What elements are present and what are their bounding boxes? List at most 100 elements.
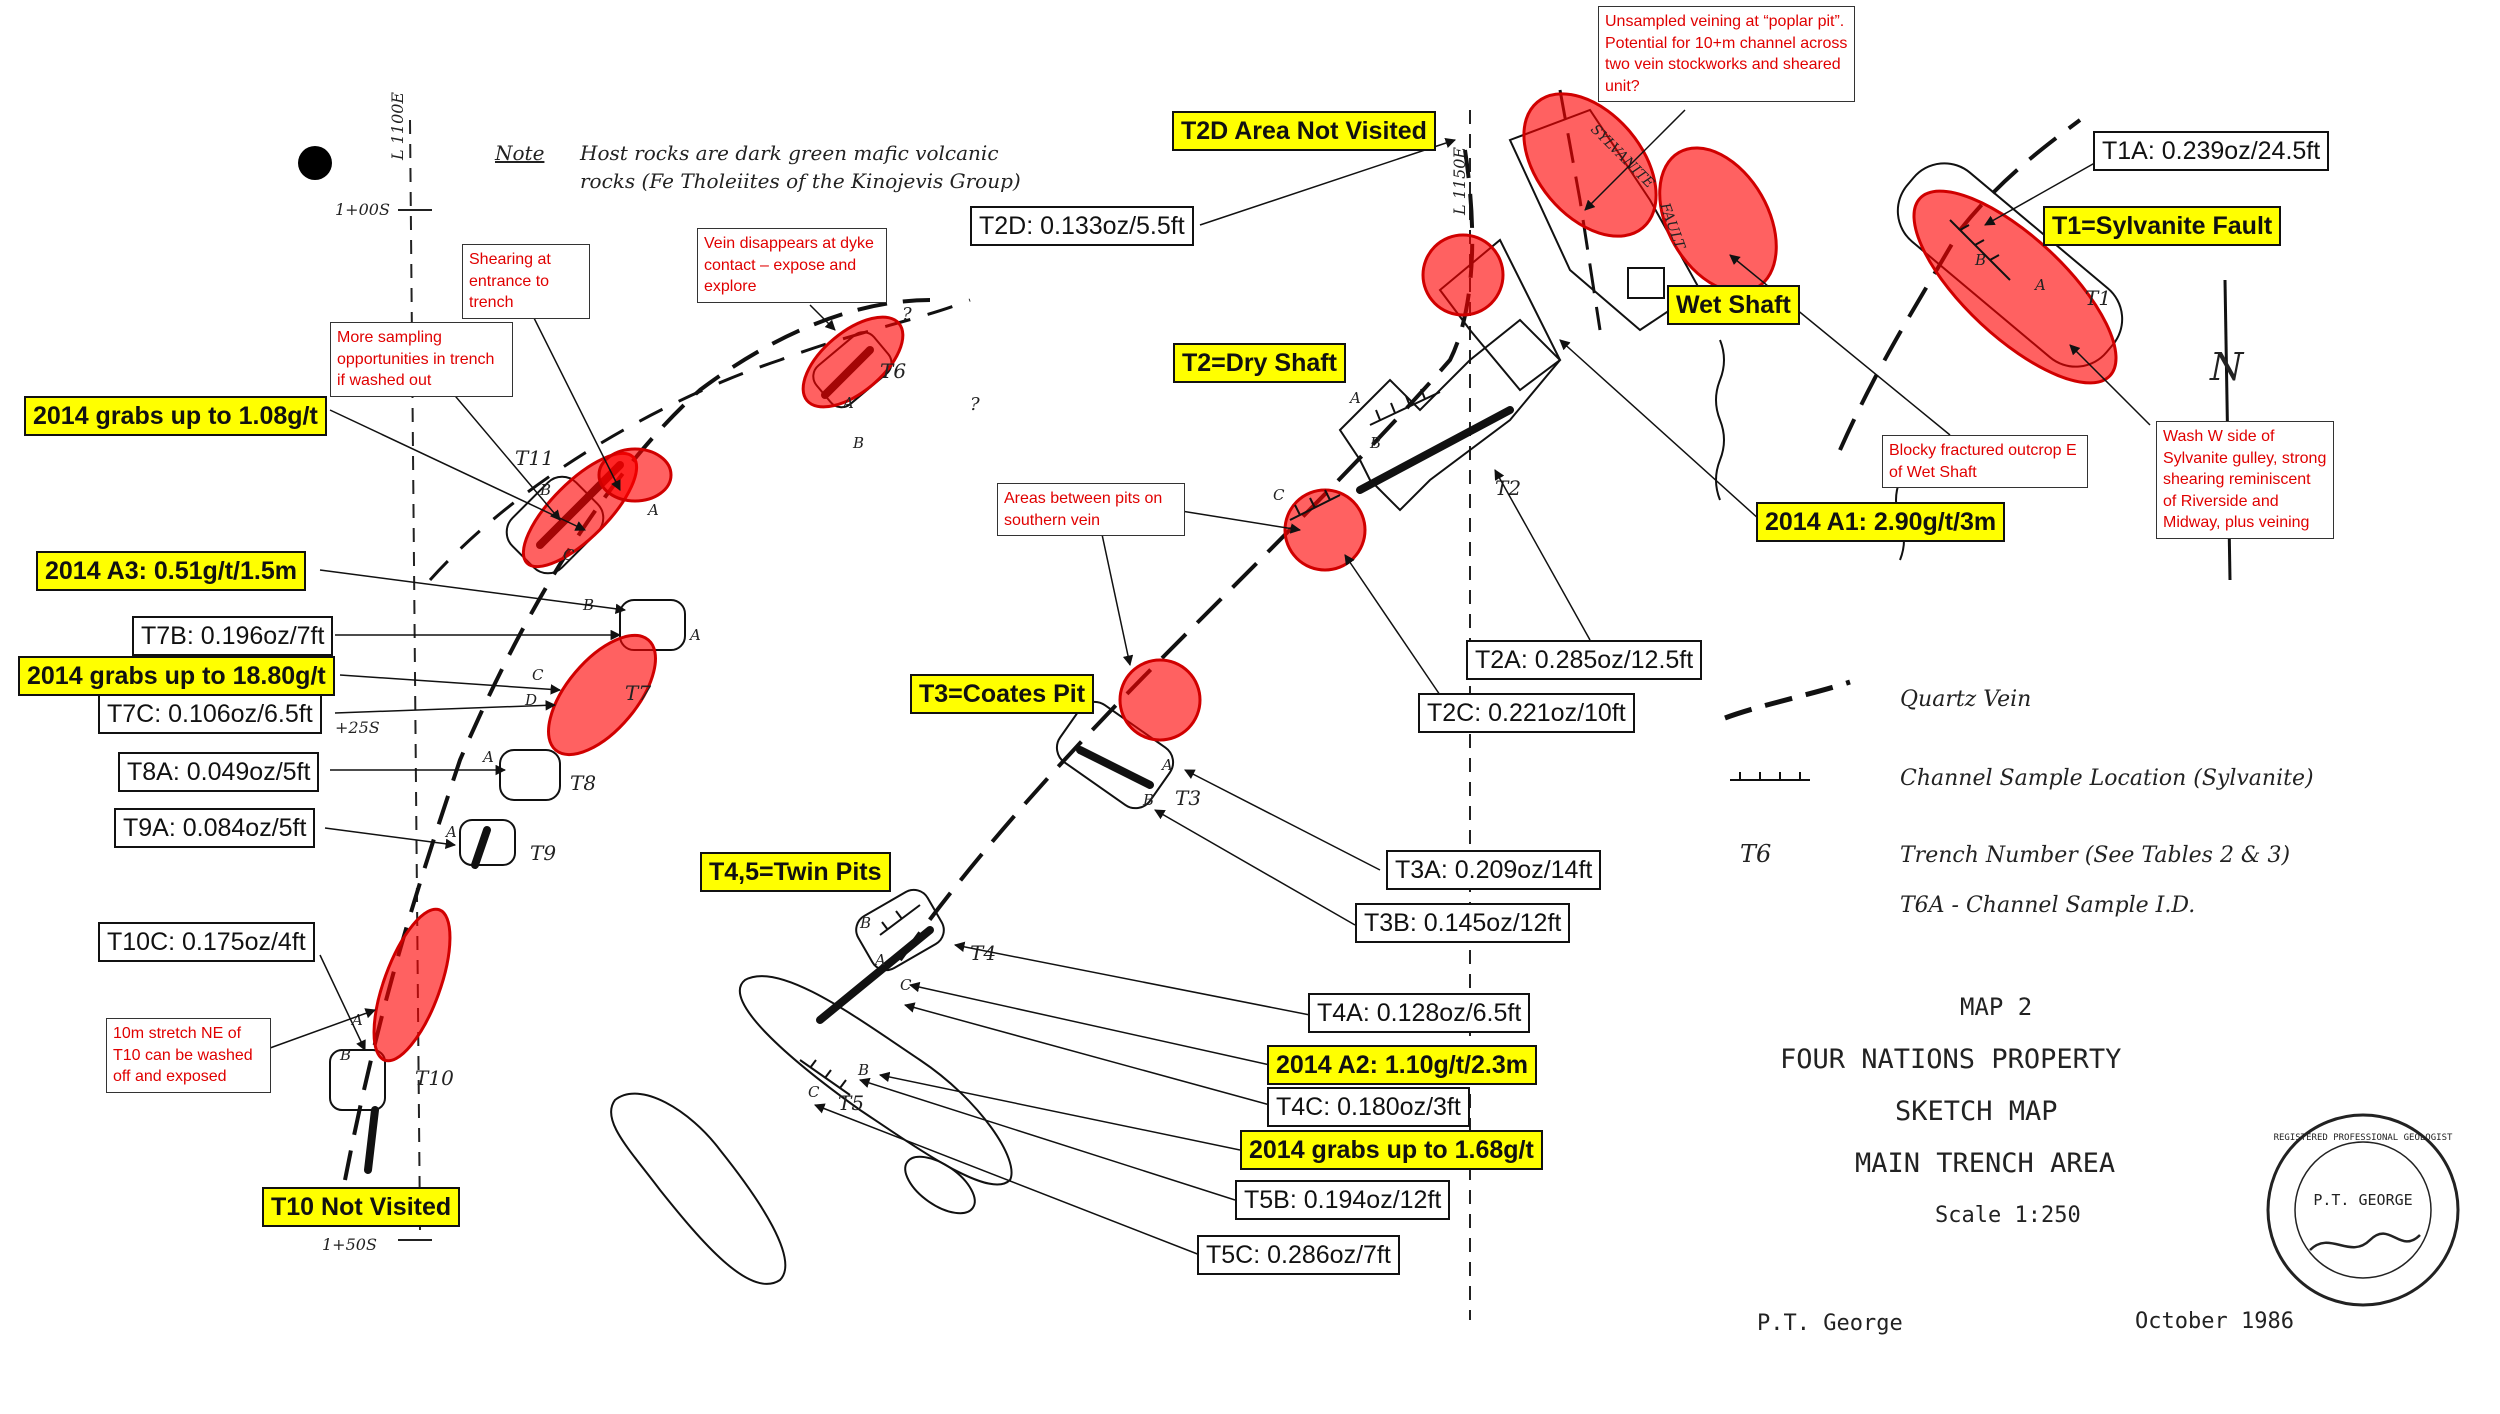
map-number: MAP 2 <box>1960 993 2032 1021</box>
title-line-1: FOUR NATIONS PROPERTY <box>1780 1044 2121 1075</box>
sample-letter: B <box>1974 251 1986 269</box>
sample-letter: B <box>857 1061 869 1079</box>
arrow-vein-dis <box>809 304 836 331</box>
note-heading: Note <box>494 141 544 165</box>
arrow-unsampled <box>1584 109 1686 211</box>
arrow-t3a <box>1184 769 1381 871</box>
arrow-blocky <box>1729 254 1951 436</box>
vein-t9 <box>471 826 491 869</box>
sample-letter: C <box>532 666 544 684</box>
channel-ticks-t5 <box>799 1059 851 1096</box>
label-t3-coates: T3=Coates Pit <box>910 674 1095 714</box>
label-grabs168: 2014 grabs up to 1.68g/t <box>1240 1130 1543 1170</box>
sample-letter: A <box>350 1011 363 1029</box>
channel-ticks-t2 <box>1369 388 1441 426</box>
sample-letter: A <box>688 626 701 644</box>
trench-t8 <box>499 749 561 801</box>
arrow-t4c <box>903 1002 1271 1106</box>
author-text: P.T. George <box>1757 1311 1903 1336</box>
sample-letter: A <box>1160 756 1173 774</box>
label-a1: 2014 A1: 2.90g/t/3m <box>1756 502 2006 542</box>
arrow-tenm <box>269 1008 376 1049</box>
highlight-t10 <box>372 907 452 1063</box>
seal-name: P.T. GEORGE <box>2313 1191 2412 1209</box>
sample-letter: A <box>646 501 659 519</box>
sample-letter: A <box>2033 276 2046 294</box>
leader-arrows <box>269 109 2151 1256</box>
label-t7c: T7C: 0.106oz/6.5ft <box>98 694 322 734</box>
grid-label-l1100: L 1100E <box>388 92 407 161</box>
arrow-t5b <box>858 1077 1236 1201</box>
sample-letter-group: B A C B A C D A A A B A B A B C A B B A … <box>339 251 2046 1101</box>
channel-ticks-t1 <box>1949 219 2011 281</box>
note-unsampled-veining: Unsampled veining at “poplar pit”. Poten… <box>1598 6 1855 103</box>
label-grabs1880: 2014 grabs up to 18.80g/t <box>18 656 335 696</box>
channel-tick-group <box>799 219 2011 1096</box>
channel-ticks-t2c <box>1289 489 1341 521</box>
highlight-t11-top <box>597 447 673 503</box>
wet-shaft-box <box>1627 267 1665 299</box>
channel-ticks-t4 <box>879 904 921 936</box>
trench-t5 <box>738 975 1013 1186</box>
label-t3b: T3B: 0.145oz/12ft <box>1355 903 1571 943</box>
arrow-a2 <box>908 981 1271 1066</box>
quartz-vein-west <box>343 298 931 1181</box>
note-more-sampling: More sampling opportunities in trench if… <box>330 322 513 397</box>
label-t2d-area: T2D Area Not Visited <box>1172 111 1436 151</box>
note-line-1: Host rocks are dark green mafic volcanic <box>579 141 999 165</box>
vein-t3 <box>1076 746 1154 789</box>
legend-channel-id: T6A - Channel Sample I.D. <box>1900 893 2195 918</box>
label-t1a: T1A: 0.239oz/24.5ft <box>2093 131 2330 171</box>
reference-dot <box>298 146 332 180</box>
sample-letter: B <box>339 1046 351 1064</box>
legend-channel-symbol <box>1730 772 1810 781</box>
sample-letter: B <box>1142 791 1154 809</box>
sample-letter: A <box>1348 389 1361 407</box>
note-10m-stretch: 10m stretch NE of T10 can be washed off … <box>106 1018 271 1093</box>
sample-letter: A <box>444 823 457 841</box>
legend-vein-label: Quartz Vein <box>1900 687 2031 712</box>
sample-letter: C <box>563 546 575 564</box>
sample-letter: B <box>1369 434 1381 452</box>
quartz-vein-east <box>1838 118 2082 451</box>
legend-trench-label: Trench Number (See Tables 2 & 3) <box>1900 843 2290 868</box>
arrow-more-samp <box>439 377 561 521</box>
label-a3: 2014 A3: 0.51g/t/1.5m <box>36 551 306 591</box>
note-blocky-outcrop: Blocky fractured outcrop E of Wet Shaft <box>1882 435 2088 489</box>
sample-letter: C <box>808 1083 820 1101</box>
signature <box>2309 1232 2421 1251</box>
grid-label-bottom: 1+50S <box>322 1235 377 1254</box>
arrow-grabs108 <box>329 409 586 531</box>
label-wet-shaft: Wet Shaft <box>1667 285 1800 325</box>
label-t2d: T2D: 0.133oz/5.5ft <box>970 206 1194 246</box>
sample-letter: B <box>852 434 864 452</box>
label-t5c: T5C: 0.286oz/7ft <box>1197 1235 1400 1275</box>
label-t3a: T3A: 0.209oz/14ft <box>1386 850 1602 890</box>
highlight-t7 <box>547 633 657 757</box>
arrow-t10c <box>319 954 366 1051</box>
sample-letter: A <box>481 748 494 766</box>
arrow-between-2 <box>1099 524 1134 667</box>
outcrop-s <box>904 1155 976 1215</box>
label-t9a: T9A: 0.084oz/5ft <box>114 808 316 848</box>
grid-label-mid: +25S <box>335 718 380 737</box>
highlight-areas <box>372 92 2118 1063</box>
trench-label-t5: T5 <box>838 1091 864 1115</box>
highlight-t3 <box>1118 658 1202 742</box>
arrow-a3 <box>319 569 627 614</box>
outcrop-sw <box>610 1092 787 1285</box>
highlight-t1 <box>1912 189 2118 385</box>
legend-trench-symbol: T6 <box>1740 840 1771 868</box>
trench-label-t9: T9 <box>530 841 556 865</box>
grid-label-l1150: L 1150E <box>1450 147 1469 216</box>
label-t4c: T4C: 0.180oz/3ft <box>1267 1087 1470 1127</box>
trench-label-t8: T8 <box>570 771 596 795</box>
trench-t10 <box>329 1049 386 1111</box>
note-shearing: Shearing at entrance to trench <box>462 244 590 319</box>
sample-letter: A <box>873 951 886 969</box>
label-t7b: T7B: 0.196oz/7ft <box>132 616 334 656</box>
seal-inner <box>2294 1141 2432 1279</box>
label-t2-dry: T2=Dry Shaft <box>1173 343 1346 383</box>
arrow-t4a <box>953 941 1311 1016</box>
question-mark-t6: ? <box>902 304 912 325</box>
